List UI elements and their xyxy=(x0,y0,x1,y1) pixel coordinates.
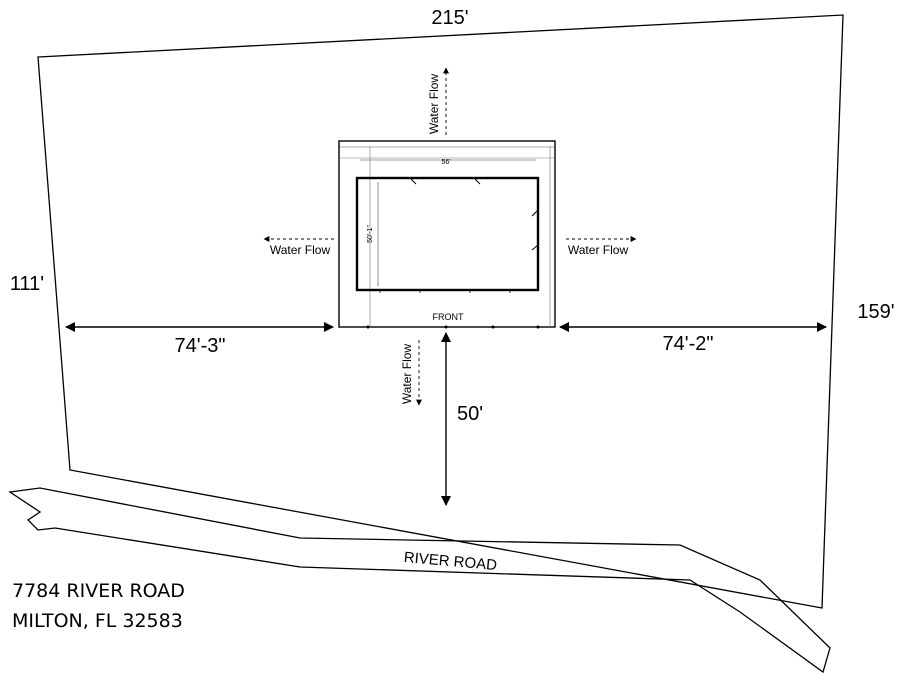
left-setback-label: 74'-3" xyxy=(175,335,226,357)
front-label: FRONT xyxy=(433,312,464,322)
building-width-label: 56' xyxy=(441,159,450,166)
right-setback-label: 74'-2" xyxy=(663,333,714,355)
lot-left-dimension: 111' xyxy=(10,273,44,295)
lot-top-dimension: 215' xyxy=(431,7,468,29)
building-inner-outline xyxy=(355,176,540,292)
lot-boundary xyxy=(37,14,844,609)
water-flow-label-right: Water Flow xyxy=(568,243,629,257)
building: 56' 50'-1" FRONT xyxy=(338,140,556,329)
river-road xyxy=(8,487,831,674)
lot-right-dimension: 159' xyxy=(857,301,894,323)
front-setback-label: 50' xyxy=(457,403,483,425)
water-flow-label-left: Water Flow xyxy=(270,243,331,257)
address-line-1: 7784 RIVER ROAD xyxy=(12,580,185,602)
address-line-2: MILTON, FL 32583 xyxy=(12,610,183,632)
building-depth-label: 50'-1" xyxy=(367,225,374,243)
water-flow-label-bottom: Water Flow xyxy=(400,344,414,405)
water-flow-label-top: Water Flow xyxy=(427,74,441,135)
